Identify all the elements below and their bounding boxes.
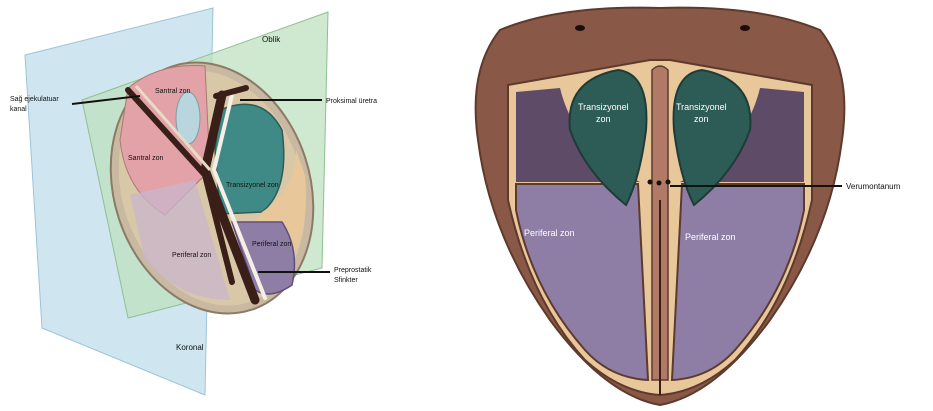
- label-right-ejac-duct-1: Sağ ejekulatuar: [10, 96, 59, 103]
- label-transition-zone: Transizyonel zon: [226, 182, 279, 189]
- label-central-zone-left: Santral zon: [128, 155, 164, 162]
- left-3d-diagram: Oblik Koronal Sağ ejekulatuar kanal Sant…: [10, 8, 377, 395]
- label-peripheral-center: Periferal zon: [172, 252, 211, 259]
- label-transition-right-1: Transizyonel: [676, 102, 727, 112]
- label-right-ejac-duct-2: kanal: [10, 106, 27, 113]
- label-peripheral-right: Periferal zon: [252, 241, 291, 248]
- label-peripheral-right: Periferal zon: [685, 232, 736, 242]
- right-axial-diagram: Transizyonel zon Transizyonel zon Perife…: [476, 8, 901, 405]
- label-proximal-urethra: Proksimal üretra: [326, 98, 377, 105]
- label-oblique: Oblik: [262, 35, 281, 44]
- verumontanum-dot-3: [666, 180, 671, 185]
- label-central-zone-top: Santral zon: [155, 88, 191, 95]
- label-peripheral-left: Periferal zon: [524, 228, 575, 238]
- label-verumontanum: Verumontanum: [846, 182, 901, 191]
- top-dot-left: [575, 25, 585, 31]
- verumontanum-dot-2: [657, 181, 662, 186]
- top-dot-right: [740, 25, 750, 31]
- verumontanum-dot-1: [648, 180, 653, 185]
- label-preprostatic-1: Preprostatik: [334, 267, 372, 274]
- label-preprostatic-2: Sfinkter: [334, 277, 358, 284]
- label-coronal: Koronal: [176, 343, 204, 352]
- label-transition-right-2: zon: [694, 114, 709, 124]
- label-transition-left-2: zon: [596, 114, 611, 124]
- label-transition-left-1: Transizyonel: [578, 102, 629, 112]
